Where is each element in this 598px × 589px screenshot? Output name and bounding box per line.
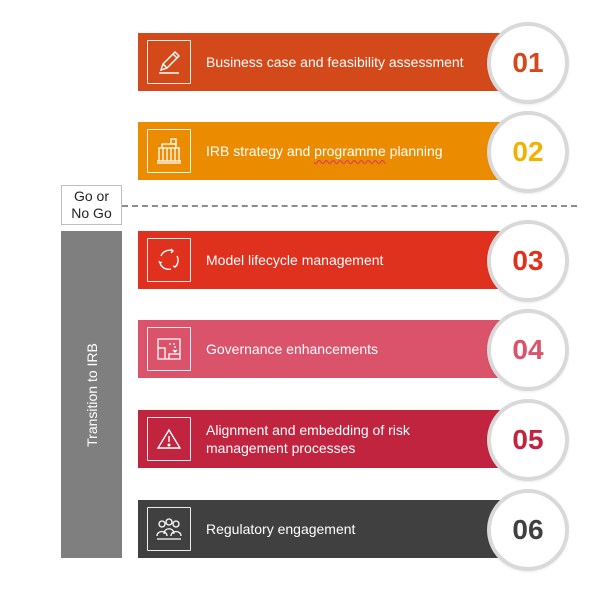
spellcheck-word: programme [314,143,386,159]
step-label: IRB strategy and programme planning [206,142,451,160]
flow-icon [147,327,191,371]
step-05: Alignment and embedding of risk manageme… [138,410,500,468]
step-label: Regulatory engagement [206,521,356,537]
step-number: 01 [487,22,569,104]
step-number: 06 [487,489,569,571]
step-06: Regulatory engagement [138,500,500,558]
cycle-icon [147,238,191,282]
step-label: Governance enhancements [206,341,378,357]
step-label: Business case and feasibility assessment [206,54,464,70]
step-label: Alignment and embedding of risk manageme… [206,422,410,456]
gate-line: Go or [73,188,109,204]
step-number: 02 [487,111,569,193]
step-number: 03 [487,220,569,302]
warning-icon [147,417,191,461]
step-02: IRB strategy and programme planning [138,122,500,180]
building-icon [147,129,191,173]
step-number: 05 [487,399,569,481]
step-label-part: planning [385,143,443,159]
people-icon [147,507,191,551]
gate-line: No Go [71,205,112,221]
step-03: Model lifecycle management [138,231,500,289]
go-no-go-gate: Go or No Go [61,185,122,225]
step-label-part: IRB strategy and [206,143,315,159]
gate-divider [122,205,577,207]
transition-label: Transition to IRB [83,342,100,447]
step-number: 04 [487,309,569,391]
pencil-icon [147,40,191,84]
step-04: Governance enhancements [138,320,500,378]
step-01: Business case and feasibility assessment [138,33,500,91]
step-label: Model lifecycle management [206,252,384,268]
transition-bar: Transition to IRB [61,231,122,558]
